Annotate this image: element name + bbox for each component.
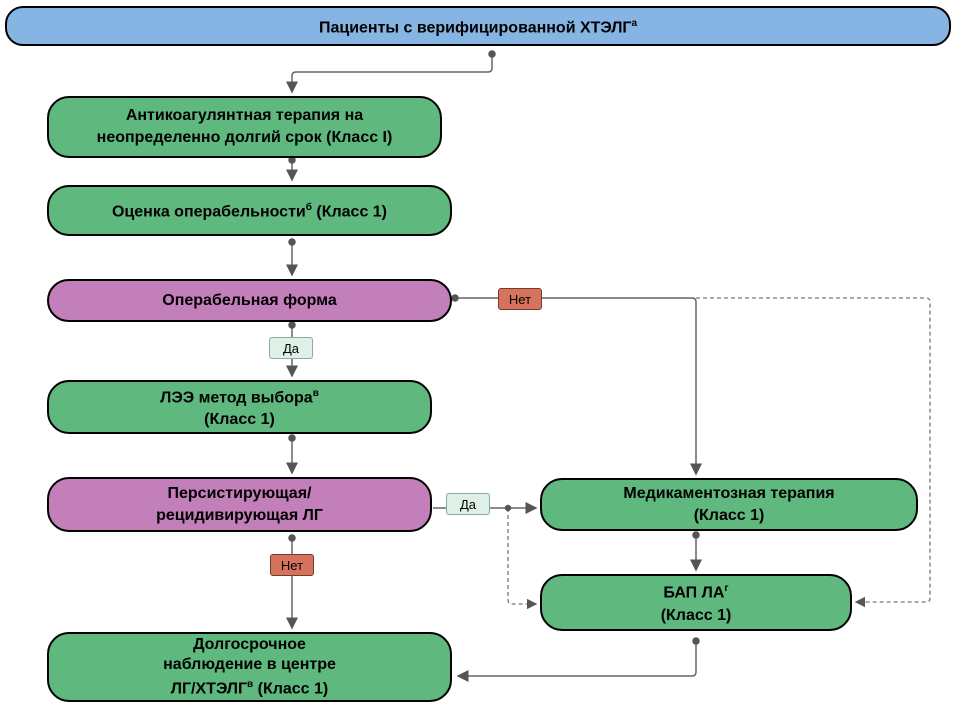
node-operability: Оценка операбельностиб (Класс 1)	[47, 185, 452, 236]
label-yes-persistent: Да	[446, 493, 490, 515]
node-lee: ЛЭЭ метод выборав(Класс 1)	[47, 380, 432, 434]
connector-operable-medical	[451, 294, 702, 476]
node-persistent-text: Персистирующая/рецидивирующая ЛГ	[156, 484, 323, 524]
label-yes-operable: Да	[269, 337, 313, 359]
node-bap: БАП ЛАг(Класс 1)	[540, 574, 852, 631]
node-bap-text: БАП ЛАг(Класс 1)	[660, 583, 732, 624]
connector-patients-anticoag	[286, 50, 496, 94]
node-operability-text: Оценка операбельностиб (Класс 1)	[111, 202, 388, 221]
node-lee-text: ЛЭЭ метод выборав(Класс 1)	[160, 387, 319, 429]
node-operable-text: Операбельная форма	[162, 291, 337, 309]
label-no-operable: Нет	[498, 288, 542, 310]
label-no-persistent: Нет	[270, 554, 314, 576]
connector-bap-longterm	[456, 637, 700, 682]
connector-persistent-bap-dashed	[504, 504, 538, 610]
node-patients-text: Пациенты с верифицированной ХТЭЛГа	[318, 17, 638, 37]
node-operable: Операбельная форма	[47, 279, 452, 322]
connector-operable-bap-dashed	[696, 297, 931, 608]
node-medical-text: Медикаментозная терапия(Класс 1)	[623, 484, 835, 524]
node-medical: Медикаментозная терапия(Класс 1)	[540, 478, 918, 531]
node-patients: Пациенты с верифицированной ХТЭЛГа	[5, 6, 951, 46]
node-persistent: Персистирующая/рецидивирующая ЛГ	[47, 477, 432, 532]
